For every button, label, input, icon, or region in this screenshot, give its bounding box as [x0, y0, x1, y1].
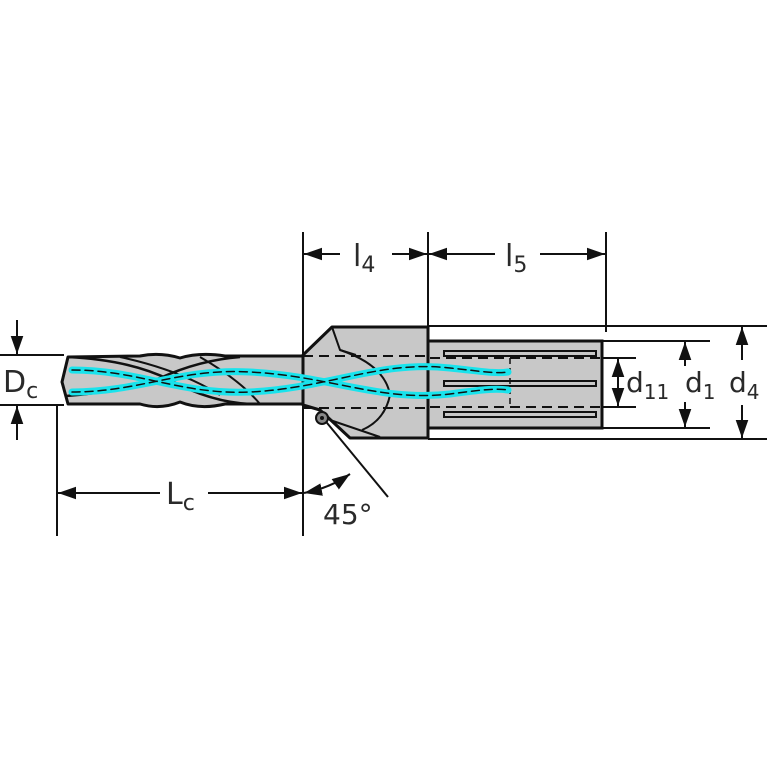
label-dc: Dc — [3, 365, 38, 404]
shank — [426, 339, 604, 430]
drill-flutes — [60, 352, 305, 409]
extension-lines — [0, 232, 767, 536]
label-l5: l5 — [505, 239, 527, 278]
label-d1: d1 — [685, 366, 716, 404]
label-lc: Lc — [166, 477, 195, 516]
label-d11: d11 — [626, 366, 669, 404]
dimension-lines — [10, 247, 749, 500]
label-angle: 45° — [323, 498, 373, 531]
step-head — [301, 325, 430, 440]
label-d4: d4 — [729, 366, 760, 404]
drill-body — [60, 325, 604, 440]
label-l4: l4 — [353, 239, 375, 278]
dimension-labels: Dc Lc l4 l5 d11 d1 d4 45° — [3, 239, 760, 531]
coolant-channels — [68, 363, 512, 400]
